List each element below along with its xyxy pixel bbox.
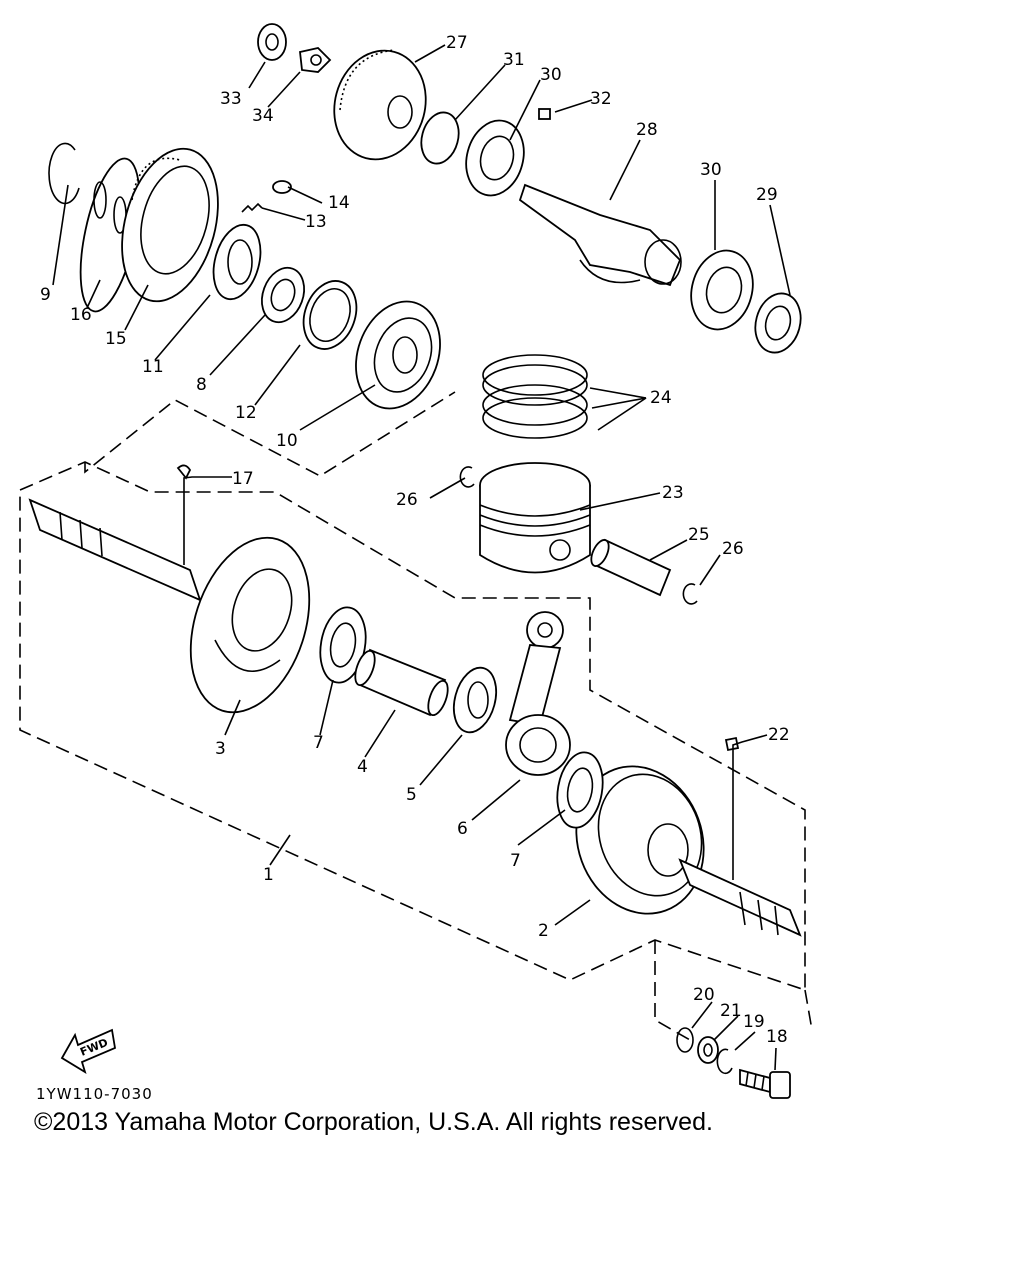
callout-30b: 30 bbox=[700, 160, 722, 180]
drawing-code: 1YW110-7030 bbox=[36, 1085, 153, 1103]
lock-washer-19 bbox=[716, 1048, 733, 1075]
leader-lines bbox=[52, 44, 791, 1071]
nut-33 bbox=[257, 23, 287, 61]
piston bbox=[479, 462, 591, 574]
callout-16: 16 bbox=[70, 305, 92, 325]
bolt-group-boundary bbox=[654, 940, 813, 1041]
callout-14: 14 bbox=[328, 193, 350, 213]
callout-10: 10 bbox=[276, 431, 298, 451]
callout-7b: 7 bbox=[510, 851, 521, 871]
callout-23: 23 bbox=[662, 483, 684, 503]
callout-26b: 26 bbox=[722, 539, 744, 559]
callout-6: 6 bbox=[457, 819, 468, 839]
collar-8 bbox=[261, 266, 305, 324]
crank-half-left bbox=[28, 498, 311, 714]
callout-22: 22 bbox=[768, 725, 790, 745]
callout-28: 28 bbox=[636, 120, 658, 140]
o-ring-20 bbox=[676, 1027, 694, 1053]
needle-bearing bbox=[452, 666, 498, 734]
callout-25: 25 bbox=[688, 525, 710, 545]
callout-34: 34 bbox=[252, 106, 274, 126]
callout-27: 27 bbox=[446, 33, 468, 53]
clutch-roller bbox=[272, 180, 292, 194]
starter-wheel-gear bbox=[121, 147, 219, 303]
bearing-30-lower bbox=[690, 249, 754, 331]
callout-32: 32 bbox=[590, 89, 612, 109]
oil-seal-29 bbox=[754, 292, 802, 354]
circlip bbox=[48, 142, 80, 205]
callout-17: 17 bbox=[232, 469, 254, 489]
callout-21: 21 bbox=[720, 1001, 742, 1021]
callout-33: 33 bbox=[220, 89, 242, 109]
callout-19: 19 bbox=[743, 1012, 765, 1032]
callout-7a: 7 bbox=[313, 733, 324, 753]
crank-pin bbox=[354, 648, 449, 717]
callout-8: 8 bbox=[196, 375, 207, 395]
shim-12 bbox=[302, 280, 358, 350]
crank-half-right bbox=[575, 765, 802, 937]
fwd-arrow-icon: FWD bbox=[60, 1028, 117, 1074]
callout-3: 3 bbox=[215, 739, 226, 759]
balancer-shaft bbox=[518, 183, 682, 287]
callout-5: 5 bbox=[406, 785, 417, 805]
callout-4: 4 bbox=[357, 757, 368, 777]
exploded-parts-diagram: FWD 1 2 3 4 5 6 7 7 8 9 10 11 12 13 14 1… bbox=[19, 23, 813, 1103]
callout-15: 15 bbox=[105, 329, 127, 349]
key-32 bbox=[538, 108, 551, 120]
callout-30a: 30 bbox=[540, 65, 562, 85]
crank-inner-boundary bbox=[84, 391, 456, 477]
callout-1: 1 bbox=[263, 865, 274, 885]
callout-26a: 26 bbox=[396, 490, 418, 510]
callout-31: 31 bbox=[503, 50, 525, 70]
thrust-washer-left bbox=[319, 606, 367, 684]
callout-11: 11 bbox=[142, 357, 164, 377]
callout-24: 24 bbox=[650, 388, 672, 408]
clutch-spring bbox=[241, 202, 263, 213]
one-way-clutch bbox=[212, 223, 262, 301]
callout-29: 29 bbox=[756, 185, 778, 205]
woodruff-key-22 bbox=[724, 736, 740, 752]
callout-20: 20 bbox=[693, 985, 715, 1005]
crankshaft-assembly-boundary bbox=[19, 461, 806, 992]
thrust-washer-right bbox=[556, 751, 604, 829]
bolt-18 bbox=[739, 1068, 791, 1099]
callout-2: 2 bbox=[538, 921, 549, 941]
callout-9: 9 bbox=[40, 285, 51, 305]
spacer-31 bbox=[420, 111, 460, 165]
connecting-rod bbox=[505, 611, 571, 776]
callout-18: 18 bbox=[766, 1027, 788, 1047]
balancer-drive-gear bbox=[333, 49, 427, 161]
callout-12: 12 bbox=[235, 403, 257, 423]
copyright-notice: ©2013 Yamaha Motor Corporation, U.S.A. A… bbox=[34, 1108, 713, 1136]
main-bearing-10 bbox=[355, 300, 441, 410]
washer-21 bbox=[697, 1036, 719, 1064]
callout-labels: 1 2 3 4 5 6 7 7 8 9 10 11 12 13 14 15 16… bbox=[40, 33, 790, 1047]
piston-pin-clips bbox=[459, 466, 698, 605]
piston-pin bbox=[590, 538, 672, 597]
piston-rings bbox=[482, 354, 588, 439]
lock-washer-34 bbox=[299, 47, 332, 73]
woodruff-key-17 bbox=[176, 464, 192, 480]
bearing-30-upper bbox=[465, 119, 525, 197]
callout-13: 13 bbox=[305, 212, 327, 232]
